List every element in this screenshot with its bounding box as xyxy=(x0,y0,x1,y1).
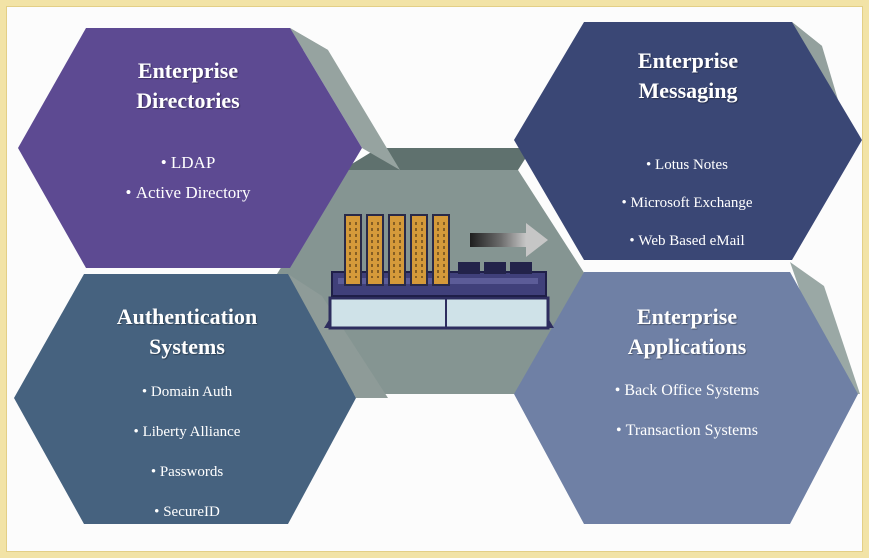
list-item: LDAP xyxy=(120,148,256,178)
list-item: Domain Auth xyxy=(88,372,286,412)
server-rack-icon xyxy=(324,214,554,330)
directories-title: Enterprise Directories xyxy=(136,58,240,113)
list-item: Microsoft Exchange xyxy=(555,184,819,222)
server-blade-3 xyxy=(388,214,406,286)
list-item: SecureID xyxy=(88,492,286,532)
list-item: Liberty Alliance xyxy=(88,412,286,452)
server-blade-1 xyxy=(344,214,362,286)
applications-list: Back Office Systems Transaction Systems xyxy=(612,378,762,444)
server-blade-4 xyxy=(410,214,428,286)
authentication-title: Authentication Systems xyxy=(116,304,258,359)
server-blade-2 xyxy=(366,214,384,286)
list-item: Back Office Systems xyxy=(612,378,762,404)
directories-list: LDAP Active Directory xyxy=(120,148,256,208)
list-item: Active Directory xyxy=(120,178,256,208)
applications-title: Enterprise Applications xyxy=(627,304,747,359)
empty-slots xyxy=(458,262,532,274)
list-item: Web Based eMail xyxy=(555,222,819,260)
authentication-list: Domain Auth Liberty Alliance Passwords S… xyxy=(88,372,286,532)
arrow-right-icon xyxy=(470,223,548,257)
list-item: Transaction Systems xyxy=(612,418,762,444)
list-item: Lotus Notes xyxy=(555,146,819,184)
messaging-title: Enterprise Messaging xyxy=(637,48,739,103)
messaging-list: Lotus Notes Microsoft Exchange Web Based… xyxy=(555,146,819,260)
server-blade-5 xyxy=(432,214,450,286)
list-item: Passwords xyxy=(88,452,286,492)
